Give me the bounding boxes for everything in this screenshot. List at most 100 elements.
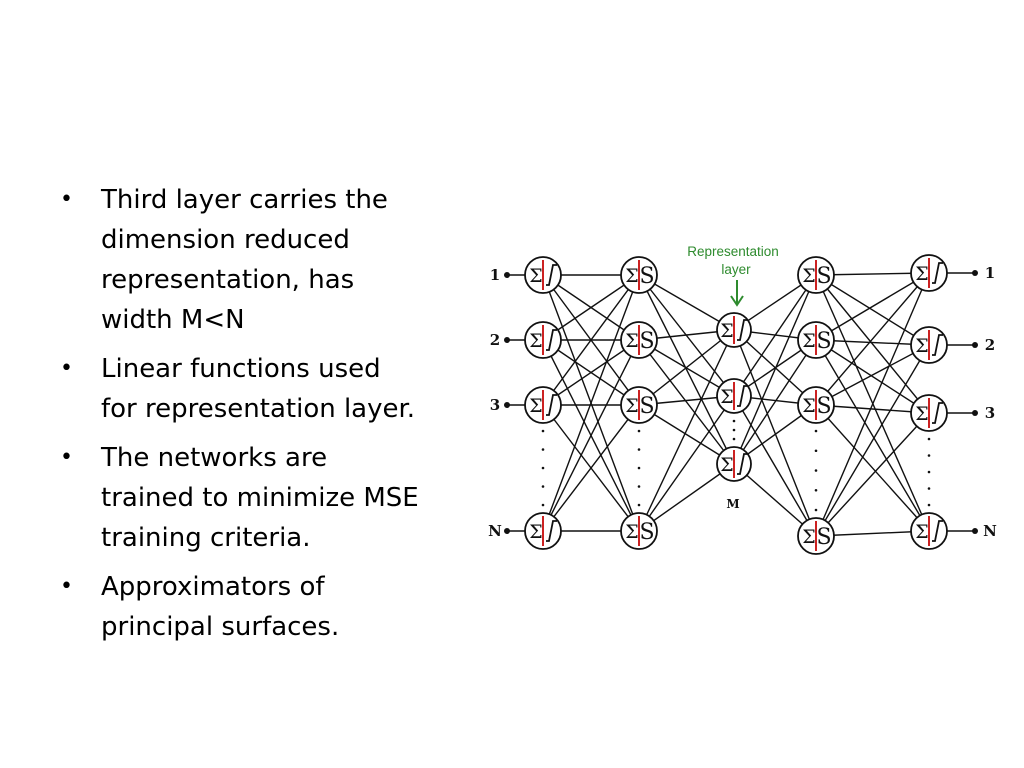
sum-symbol: Σ <box>529 330 542 352</box>
ellipsis-dot <box>637 503 641 507</box>
bullet-item: • Third layer carries the dimension redu… <box>58 180 478 340</box>
connection-line <box>815 344 930 406</box>
down-arrow-icon <box>730 280 744 307</box>
ellipsis-dot <box>637 429 641 433</box>
ellipsis-dot <box>637 448 641 451</box>
neuron-node: Σ <box>716 378 752 414</box>
bullet-line: trained to minimize MSE <box>101 483 419 513</box>
output-label: 1 <box>985 264 995 282</box>
connection-line <box>815 344 930 537</box>
output-terminal-dot <box>972 410 978 416</box>
output-label: N <box>983 522 997 540</box>
connection-line <box>733 395 817 537</box>
ellipsis-dot <box>927 437 931 441</box>
ellipsis-dot <box>637 466 641 470</box>
neuron-node: Σ <box>910 326 948 364</box>
linear-activation-icon <box>737 319 748 341</box>
connection-line <box>815 412 930 537</box>
ellipsis-dot <box>814 508 818 512</box>
sum-symbol: Σ <box>915 521 928 543</box>
sum-symbol: Σ <box>625 521 638 543</box>
ellipsis-dot <box>814 488 818 492</box>
sigmoid-icon: S <box>816 329 831 354</box>
ellipsis-dot <box>927 470 931 474</box>
ellipsis-dot <box>541 485 545 488</box>
bullet-dot-icon: • <box>60 356 73 381</box>
input-terminal-dot <box>504 272 510 278</box>
neuron-node: Σ <box>910 512 948 550</box>
connection-line <box>638 463 735 532</box>
linear-activation-icon <box>546 329 557 351</box>
connection-line <box>815 274 930 346</box>
neuron-node: Σ <box>524 256 562 294</box>
linear-activation-icon <box>546 264 557 286</box>
sum-symbol: Σ <box>625 265 638 287</box>
sum-symbol: Σ <box>915 263 928 285</box>
ellipsis-dot <box>927 503 931 507</box>
input-terminal-dot <box>504 337 510 343</box>
sum-symbol: Σ <box>529 521 542 543</box>
connection-line <box>638 329 735 532</box>
ellipsis-dot <box>732 437 736 441</box>
sum-symbol: Σ <box>625 395 638 417</box>
neuron-node: Σ <box>524 321 562 359</box>
sum-symbol: Σ <box>529 395 542 417</box>
connection-line <box>733 274 817 397</box>
ellipsis-dot <box>814 429 818 433</box>
bullet-line: representation, has <box>101 265 355 295</box>
input-terminal-dot <box>504 528 510 534</box>
neuron-node: Σ <box>524 512 562 550</box>
connection-line <box>638 329 735 406</box>
ellipsis-dot <box>541 503 545 507</box>
connection-line <box>542 274 640 406</box>
ellipsis-dot <box>541 466 545 470</box>
sum-symbol: Σ <box>802 395 815 417</box>
sigmoid-icon: S <box>816 525 831 550</box>
connection-line <box>638 274 735 465</box>
sum-symbol: Σ <box>625 330 638 352</box>
connection-line <box>733 339 817 465</box>
sigmoid-icon: S <box>639 520 654 545</box>
bullet-dot-icon: • <box>60 574 73 599</box>
sum-symbol: Σ <box>720 454 733 476</box>
bullet-line: Third layer carries the <box>101 185 388 215</box>
bullet-line: width M<N <box>101 305 245 335</box>
ellipsis-dot <box>814 449 818 453</box>
bullet-list: • Third layer carries the dimension redu… <box>58 180 478 656</box>
bullet-line: training criteria. <box>101 523 311 553</box>
ellipsis-dot <box>541 448 545 451</box>
linear-activation-icon <box>546 520 557 542</box>
connection-line <box>815 274 930 414</box>
linear-activation-icon <box>737 385 748 407</box>
sum-symbol: Σ <box>802 265 815 287</box>
output-label: 2 <box>985 336 995 354</box>
linear-activation-icon <box>932 520 943 542</box>
connection-line <box>815 404 930 532</box>
bullet-line: dimension reduced <box>101 225 350 255</box>
sum-symbol: Σ <box>802 526 815 548</box>
linear-activation-icon <box>932 334 943 356</box>
ellipsis-dot <box>732 419 736 423</box>
ellipsis-dot <box>927 454 931 457</box>
sum-symbol: Σ <box>802 330 815 352</box>
bullet-item: • The networks are trained to minimize M… <box>58 438 478 558</box>
sum-symbol: Σ <box>915 403 928 425</box>
connection-line <box>542 339 640 532</box>
input-terminal-dot <box>504 402 510 408</box>
connection-line <box>733 329 817 537</box>
neuron-node: Σ <box>716 312 752 348</box>
neuron-node: Σ <box>910 394 948 432</box>
ellipsis-dot <box>814 469 818 472</box>
neuron-node: Σ <box>524 386 562 424</box>
connection-line <box>638 339 735 465</box>
connection-line <box>638 395 735 532</box>
